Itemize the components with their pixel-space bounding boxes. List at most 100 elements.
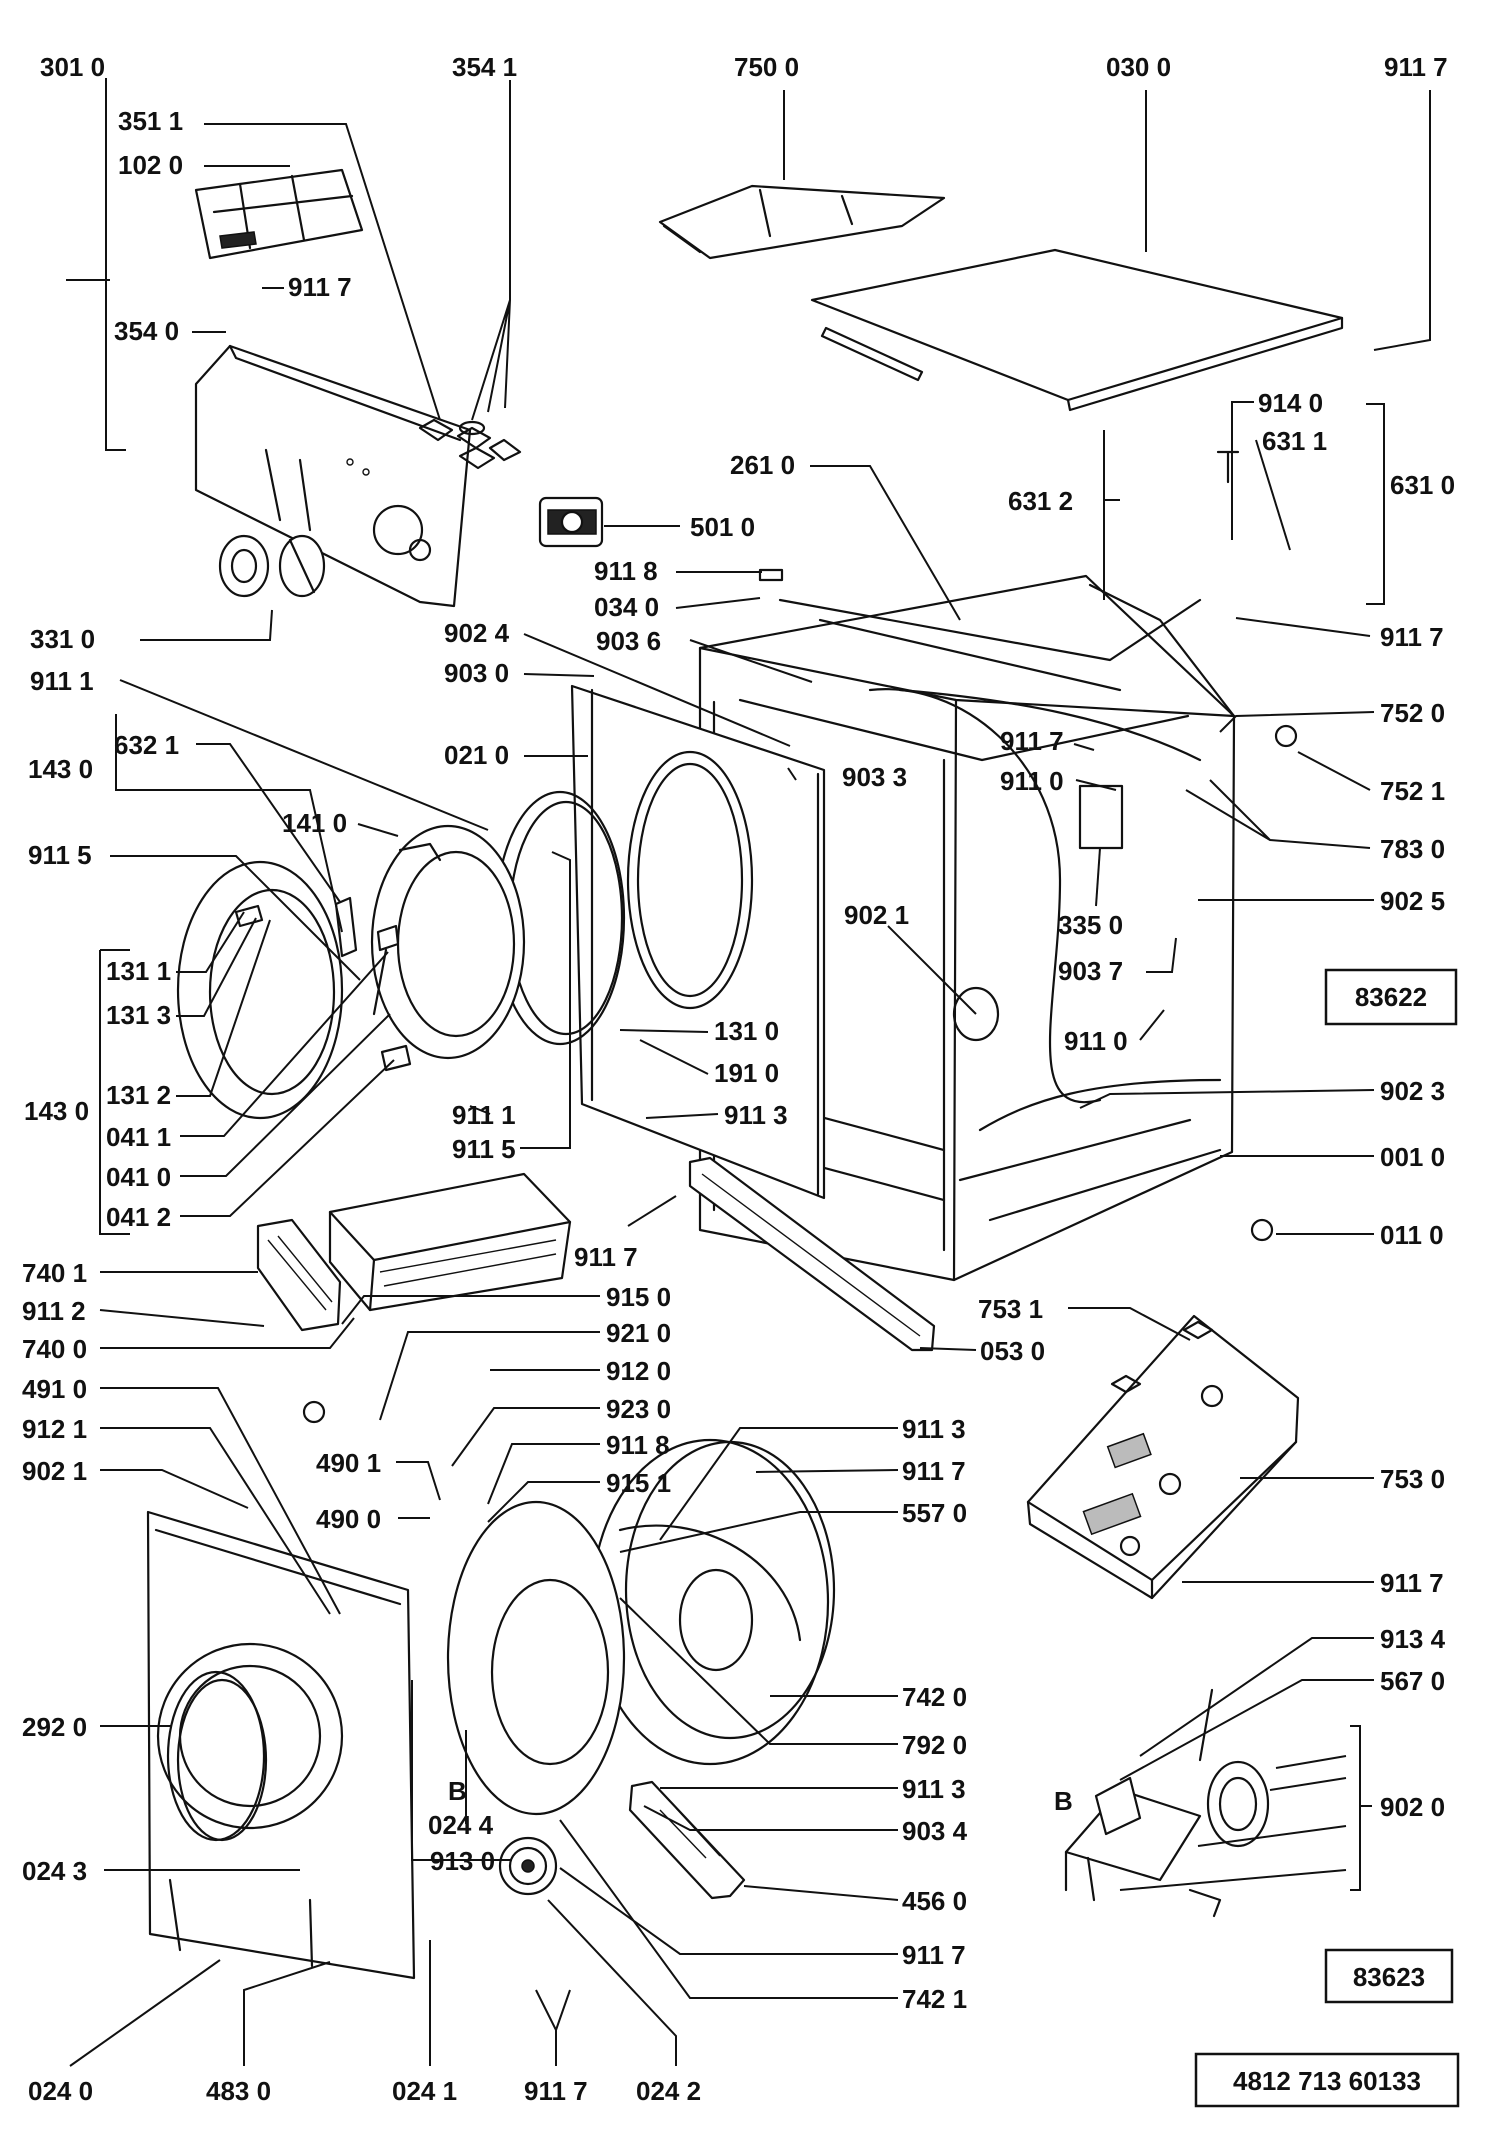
part-label: 740 0 — [22, 1334, 87, 1364]
part-label: 911 7 — [902, 1940, 966, 1970]
leader-lines — [66, 78, 1431, 2067]
part-label: 632 1 — [114, 730, 179, 760]
part-label: 567 0 — [1380, 1666, 1445, 1696]
door-handle-drawing — [334, 896, 358, 958]
part-label: 131 1 — [106, 956, 171, 986]
part-label: 030 0 — [1106, 52, 1171, 82]
part-label: 911 0 — [1000, 766, 1064, 796]
part-label: 742 1 — [902, 1984, 967, 2014]
part-label: 742 0 — [902, 1682, 967, 1712]
part-label: 903 6 — [596, 626, 661, 656]
fasteners-drawing — [302, 450, 1298, 1424]
part-label: 456 0 — [902, 1886, 967, 1916]
foot-pads-drawing — [1110, 1320, 1214, 1394]
part-label: 911 7 — [1380, 622, 1444, 652]
part-label: 911 7 — [1384, 52, 1448, 82]
part-label: 021 0 — [444, 740, 509, 770]
part-label: 915 0 — [606, 1282, 671, 1312]
callout-letter: B — [1054, 1786, 1073, 1816]
part-label: 191 0 — [714, 1058, 779, 1088]
reference-box-83622: 83622 — [1324, 968, 1458, 1026]
tub-front-drawing — [446, 1500, 626, 1816]
part-label: 041 0 — [106, 1162, 171, 1192]
part-label: 011 0 — [1380, 1220, 1444, 1250]
part-label: 041 2 — [106, 1202, 171, 1232]
part-label: 141 0 — [282, 808, 347, 838]
part-label: 752 0 — [1380, 698, 1445, 728]
part-label: 911 7 — [574, 1242, 638, 1272]
dispenser-drawer-top-drawing — [658, 184, 946, 260]
part-label: 902 4 — [444, 618, 510, 648]
part-label: 351 1 — [118, 106, 183, 136]
part-label: 911 7 — [288, 272, 352, 302]
part-labels: 301 0 354 1 750 0 030 0 911 7 351 1 102 … — [22, 52, 1455, 2106]
part-label: 024 2 — [636, 2076, 701, 2106]
part-label: 001 0 — [1380, 1142, 1445, 1172]
part-label: 053 0 — [980, 1336, 1045, 1366]
part-label: 911 7 — [902, 1456, 966, 1486]
plinth-drawing — [688, 1156, 936, 1352]
fan-drawing — [498, 1836, 558, 1896]
rear-seal-drawing — [166, 1670, 266, 1842]
part-label: 912 0 — [606, 1356, 671, 1386]
part-label: 131 3 — [106, 1000, 171, 1030]
knobs-drawing — [418, 418, 522, 470]
document-number: 4812 713 60133 — [1233, 2066, 1421, 2096]
part-label: 301 0 — [40, 52, 105, 82]
part-label: 913 4 — [1380, 1624, 1446, 1654]
part-label: 911 5 — [28, 840, 92, 870]
part-label: 913 0 — [430, 1846, 495, 1876]
part-label: 102 0 — [118, 150, 183, 180]
motor-bracket-drawing — [1094, 1688, 1214, 1836]
part-label: 911 3 — [724, 1100, 788, 1130]
worktop-drawing — [810, 248, 1344, 412]
part-label: 750 0 — [734, 52, 799, 82]
part-label: 783 0 — [1380, 834, 1445, 864]
part-label: 354 0 — [114, 316, 179, 346]
part-label: 292 0 — [22, 1712, 87, 1742]
part-label: 131 0 — [714, 1016, 779, 1046]
part-label: 024 1 — [392, 2076, 457, 2106]
part-label: 914 0 — [1258, 388, 1323, 418]
part-label: 501 0 — [690, 512, 755, 542]
heater-bracket-drawing — [628, 1780, 746, 1900]
part-label: 483 0 — [206, 2076, 271, 2106]
part-label: 911 3 — [902, 1774, 966, 1804]
reference-code-83622: 83622 — [1355, 982, 1427, 1012]
part-label: 024 3 — [22, 1856, 87, 1886]
part-label: 331 0 — [30, 624, 95, 654]
part-label: 902 0 — [1380, 1792, 1445, 1822]
part-label: 911 0 — [1064, 1026, 1128, 1056]
part-label: 911 1 — [452, 1100, 516, 1130]
part-label: 740 1 — [22, 1258, 87, 1288]
reference-code-83623: 83623 — [1353, 1962, 1425, 1992]
motor-drawing — [1064, 1760, 1270, 1918]
part-label: 911 7 — [1000, 726, 1064, 756]
part-label: 902 1 — [22, 1456, 87, 1486]
part-label: 911 8 — [594, 556, 658, 586]
part-label: 911 1 — [30, 666, 94, 696]
part-label: 490 0 — [316, 1504, 381, 1534]
part-label: 631 1 — [1262, 426, 1327, 456]
program-knob-drawing — [218, 534, 326, 598]
part-label: 041 1 — [106, 1122, 171, 1152]
cabinet-drawing — [698, 574, 1236, 1282]
rear-panel-drawing — [146, 1510, 416, 1980]
part-label: 034 0 — [594, 592, 659, 622]
selector-switch-drawing — [538, 496, 604, 548]
part-label: 490 1 — [316, 1448, 381, 1478]
part-label: 752 1 — [1380, 776, 1445, 806]
part-label: 911 8 — [606, 1430, 670, 1460]
part-label: 903 7 — [1058, 956, 1123, 986]
part-label: 131 2 — [106, 1080, 171, 1110]
callout-letters: B B — [448, 1776, 1073, 1816]
dispenser-grille-drawing — [256, 1218, 342, 1332]
dispenser-housing-drawing — [328, 1172, 572, 1312]
part-label: 753 0 — [1380, 1464, 1445, 1494]
part-label: 753 1 — [978, 1294, 1043, 1324]
part-label: 912 1 — [22, 1414, 87, 1444]
part-label: 024 4 — [428, 1810, 494, 1840]
front-panel-drawing — [570, 684, 826, 1200]
